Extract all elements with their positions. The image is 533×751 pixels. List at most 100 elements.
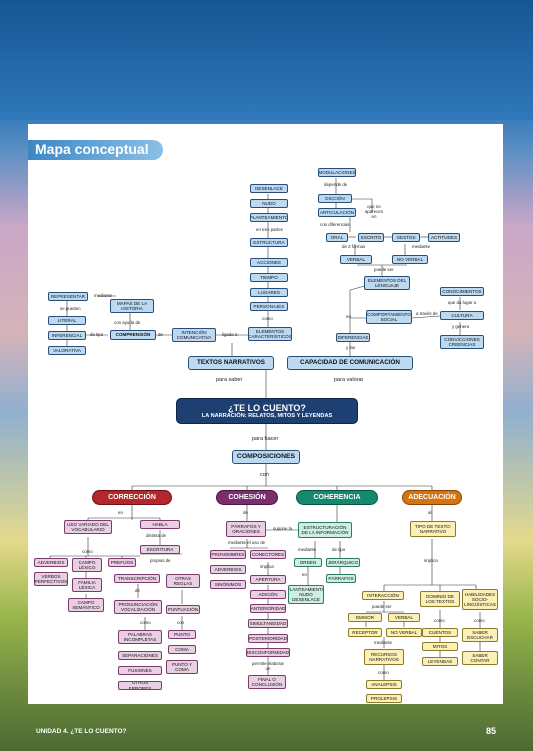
node-tipo-texto: TIPO DE TEXTO: NARRATIVO — [410, 521, 456, 537]
node-textos-narrativos: TEXTOS NARRATIVOS — [188, 356, 274, 370]
node-receptor: RECEPTOR — [348, 628, 382, 637]
label-con: con — [177, 620, 185, 625]
label-de: de — [243, 510, 248, 515]
label-mediante-uso: mediante el uso de — [228, 540, 266, 545]
label-como-2: como — [434, 618, 445, 623]
node-saber-contar: SABER CONTAR — [462, 651, 498, 665]
node-cultura: CULTURA — [440, 311, 484, 320]
label-distinta-de: distinta de — [146, 533, 167, 538]
label-y-las: y las — [346, 345, 356, 350]
title-bar — [28, 140, 163, 160]
node-disconformidad: DISCONFORMIDAD — [246, 648, 290, 657]
node-fusiones: FUSIONES — [118, 666, 162, 675]
label-con-diferencias: con diferencias — [320, 222, 350, 227]
node-coma: COMA — [168, 645, 196, 654]
label-puede-ser: puede ser — [372, 604, 392, 609]
node-comprension: COMPRENSIÓN — [110, 330, 156, 340]
node-nudo: NUDO — [250, 199, 288, 208]
node-elementos-lenguaje: ELEMENTOS DEL LENGUAJE — [364, 276, 410, 290]
node-parrafos-oraciones: PÁRRAFOS Y ORACIONES — [226, 521, 266, 537]
center-topic: ¿TE LO CUENTO? LA NARRACIÓN: RELATOS, MI… — [176, 398, 358, 424]
node-puntuacion: PUNTUACIÓN — [166, 605, 200, 614]
node-analepsis: ANALEPSIS — [366, 680, 402, 689]
node-apertura: APERTURA — [250, 575, 286, 584]
node-parrafos: PÁRRAFOS — [326, 574, 356, 583]
node-acciones: ACCIONES — [250, 258, 288, 267]
label-con: con — [260, 472, 269, 478]
label-de-tipo: de tipo — [332, 547, 346, 552]
label-puede-ser: puede ser — [374, 267, 394, 272]
node-diccion: DICCIÓN — [318, 194, 352, 203]
label-depende-de: depende de — [324, 182, 348, 187]
label-que-no-aparecen: que no aparecen en — [364, 204, 384, 219]
node-otros-errores: OTROS ERRORES — [118, 681, 162, 690]
node-lugares: LUGARES — [250, 288, 288, 297]
label-implica: implica — [424, 558, 438, 563]
node-no-verbal-adecuacion: NO VERBAL — [386, 628, 422, 637]
node-habla: HABLA — [140, 520, 180, 529]
node-recursos-narrativos: RECURSOS NARRATIVOS — [364, 649, 404, 665]
label-como: como — [262, 316, 273, 321]
label-para-saber: para saber — [216, 377, 243, 383]
node-conectores: CONECTORES — [250, 550, 286, 559]
node-escritura: ESCRITURA — [140, 545, 180, 554]
node-saber-escuchar: SABER ESCUCHAR — [462, 628, 498, 642]
node-pronombres: PRONOMBRES — [210, 550, 246, 559]
label-mediante: mediante — [374, 640, 393, 645]
page-number: 85 — [486, 726, 497, 736]
node-leyendas: LEYENDAS — [422, 657, 458, 666]
section-adecuacion: ADECUACIÓN — [402, 490, 462, 505]
node-intencion-comunicativa: INTENCIÓN COMUNICATIVA — [172, 328, 216, 342]
node-no-verbal: NO VERBAL — [392, 255, 428, 264]
label-como-2: como — [140, 620, 151, 625]
label-mediante: mediante — [412, 244, 431, 249]
node-adverbios-correccion: ADVERBIOS — [34, 558, 68, 567]
node-oral: ORAL — [326, 233, 348, 242]
page-title: Mapa conceptual — [35, 141, 149, 157]
node-gestos: GESTOS — [392, 233, 420, 242]
node-habilidades: HABILIDADES SOCIO-LINGÜÍSTICAS — [462, 589, 498, 610]
node-final-conclusion: FINAL O CONCLUSIÓN — [248, 675, 286, 689]
center-subtitle: LA NARRACIÓN: RELATOS, MITOS Y LEYENDAS — [201, 412, 333, 419]
node-desenlace: DESENLACE — [250, 184, 288, 193]
node-convicciones: CONVICCIONES CREENCIAS — [440, 335, 484, 349]
label-como-3: como — [474, 618, 485, 623]
node-inferencial: INFERENCIAL — [48, 331, 86, 340]
node-mitos: MITOS — [422, 642, 458, 651]
node-sinonimos: SINÓNIMOS — [210, 580, 246, 589]
node-escrito: ESCRITO — [358, 233, 384, 242]
node-emisor: EMISOR — [348, 613, 382, 622]
node-campo-lexico: CAMPO LÉXICO — [72, 558, 102, 572]
node-tiempo: TIEMPO — [250, 273, 288, 282]
node-literal: LITERAL — [48, 316, 86, 325]
label-supone-la: supone la — [273, 526, 293, 531]
label-en: en — [346, 314, 351, 319]
node-dominio-textos: DOMINIO DE LOS TEXTOS — [420, 591, 460, 607]
node-interaccion: INTERACCIÓN — [362, 591, 404, 600]
node-jerarquico: JERÁRQUICO — [326, 558, 360, 567]
label-permite-elaborar: permite elaborar un — [252, 661, 284, 671]
label-mediante: mediante — [94, 293, 113, 298]
label-ligada-a: ligada a — [222, 332, 238, 337]
node-comportamiento-social: COMPORTAMIENTO SOCIAL — [366, 310, 412, 324]
node-posterioridad: POSTERIORIDAD — [248, 634, 288, 643]
section-coherencia: COHERENCIA — [296, 490, 378, 505]
node-verbal: VERBAL — [340, 255, 372, 264]
node-uso-vocabulario: USO VARIADO DEL VOCABULARIO — [64, 520, 112, 534]
node-diferencias: DIFERENCIAS — [336, 333, 370, 342]
node-planteamiento: PLANTEAMIENTO — [250, 213, 288, 222]
node-punto: PUNTO — [168, 630, 196, 639]
node-verbos-perfectivos: VERBOS PERFECTIVOS — [34, 572, 68, 586]
node-pronunciacion: PRONUNCIACIÓN VOCALIZACIÓN — [114, 600, 162, 614]
node-planteamiento-nudo-desenlace: PLANTEAMIENTO NUDO DESENLACE — [288, 585, 324, 604]
label-en-tres-partes: en tres partes — [256, 227, 283, 232]
label-mediante: mediante — [298, 547, 317, 552]
label-se-pueden: se pueden — [60, 306, 81, 311]
label-de: de — [135, 588, 140, 593]
node-transcripcion: TRANSCRIPCIÓN — [114, 574, 160, 583]
node-anterioridad: ANTERIORIDAD — [250, 604, 286, 613]
label-propios-de: propios de — [150, 558, 171, 563]
node-articulacion: ARTICULACIÓN — [318, 208, 356, 217]
node-composiciones: COMPOSICIONES — [232, 450, 300, 464]
section-cohesion: COHESIÓN — [216, 490, 278, 505]
